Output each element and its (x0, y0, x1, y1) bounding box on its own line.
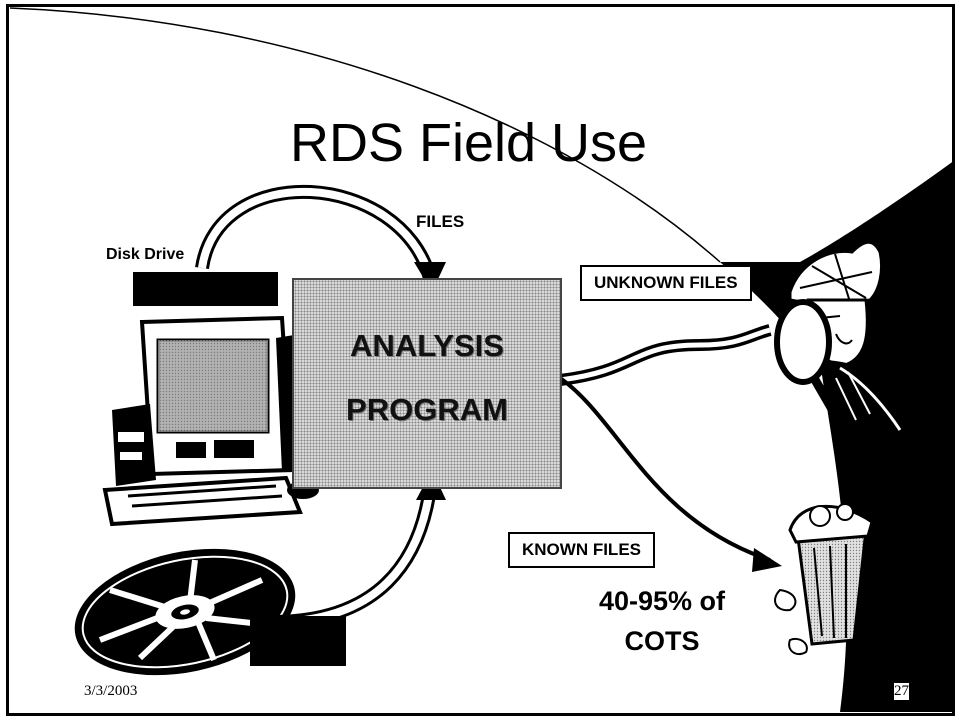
analysis-program-box: ANALYSIS PROGRAM (292, 278, 562, 489)
magnifying-glass-icon (774, 299, 840, 419)
slide-page-number: 27 (894, 683, 909, 700)
cots-stat-line2: COTS (624, 626, 700, 656)
slide-date: 3/3/2003 (84, 683, 138, 699)
analysis-program-line2: PROGRAM (346, 392, 508, 427)
known-files-label: KNOWN FILES (508, 532, 655, 568)
cots-stat-line1: 40-95% of (598, 586, 726, 616)
arrow-unknown-files (559, 324, 772, 386)
trash-can-icon (774, 503, 874, 656)
files-label: FILES (416, 212, 465, 231)
cd-disc-icon (74, 548, 296, 676)
cd-label-redaction (250, 616, 346, 666)
disk-drive-label: Disk Drive (106, 246, 185, 263)
slide-frame (6, 4, 955, 716)
unknown-files-label: UNKNOWN FILES (580, 265, 752, 301)
analysis-program-line1: ANALYSIS (350, 328, 504, 363)
arrow-disk-to-program (195, 184, 446, 292)
slide-title: RDS Field Use (290, 113, 648, 173)
arrow-known-files (558, 376, 782, 572)
disk-drive-redaction (133, 272, 278, 306)
